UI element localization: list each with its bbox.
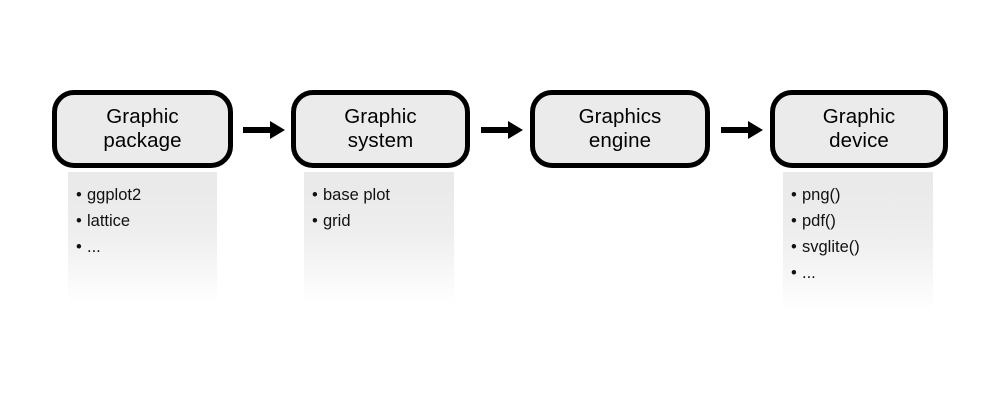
bullet-icon: • (76, 212, 82, 230)
list-item: • svglite() (791, 234, 933, 260)
list-item-label: pdf() (802, 212, 836, 230)
stage-box-graphics-engine[interactable]: Graphics engine (530, 90, 710, 168)
stage-panel-graphic-system: • base plot • grid (304, 172, 454, 304)
list-item-label: lattice (87, 212, 131, 230)
bullet-icon: • (791, 212, 797, 230)
list-item: • png() (791, 182, 933, 208)
stage-item-list-graphic-device: • png() • pdf() • svglite() •... (783, 172, 933, 286)
list-item-label: png() (802, 186, 841, 204)
stage-item-list-graphic-package: • ggplot2 • lattice •... (68, 172, 217, 260)
list-item-label: grid (323, 212, 351, 230)
bullet-icon: • (791, 238, 797, 256)
list-item-label: ... (87, 238, 101, 256)
bullet-icon: • (791, 186, 797, 204)
bullet-icon: • (76, 186, 82, 204)
list-item: • base plot (312, 182, 454, 208)
bullet-icon: • (76, 238, 82, 256)
arrow-system-to-engine-icon (481, 121, 523, 139)
bullet-icon: • (312, 186, 318, 204)
stage-title-graphic-device: Graphic device (822, 105, 896, 152)
list-item-label: svglite() (802, 238, 860, 256)
stage-box-graphic-package[interactable]: Graphic package (52, 90, 233, 168)
list-item: • lattice (76, 208, 217, 234)
list-item-label: ggplot2 (87, 186, 142, 204)
list-item: • pdf() (791, 208, 933, 234)
stage-panel-graphic-package: • ggplot2 • lattice •... (68, 172, 217, 304)
arrow-engine-to-device-icon (721, 121, 763, 139)
stage-title-graphic-system: Graphic system (344, 105, 417, 152)
arrow-package-to-system-icon (243, 121, 285, 139)
list-item: •... (76, 234, 217, 260)
stage-box-graphic-system[interactable]: Graphic system (291, 90, 470, 168)
list-item: • ggplot2 (76, 182, 217, 208)
list-item: • grid (312, 208, 454, 234)
stage-title-graphic-package: Graphic package (103, 105, 182, 152)
stage-box-graphic-device[interactable]: Graphic device (770, 90, 948, 168)
stage-title-graphics-engine: Graphics engine (578, 105, 662, 152)
stage-item-list-graphic-system: • base plot • grid (304, 172, 454, 234)
stage-panel-graphic-device: • png() • pdf() • svglite() •... (783, 172, 933, 312)
list-item-label: ... (802, 264, 816, 282)
list-item: •... (791, 260, 933, 286)
bullet-icon: • (791, 264, 797, 282)
list-item-label: base plot (323, 186, 390, 204)
bullet-icon: • (312, 212, 318, 230)
